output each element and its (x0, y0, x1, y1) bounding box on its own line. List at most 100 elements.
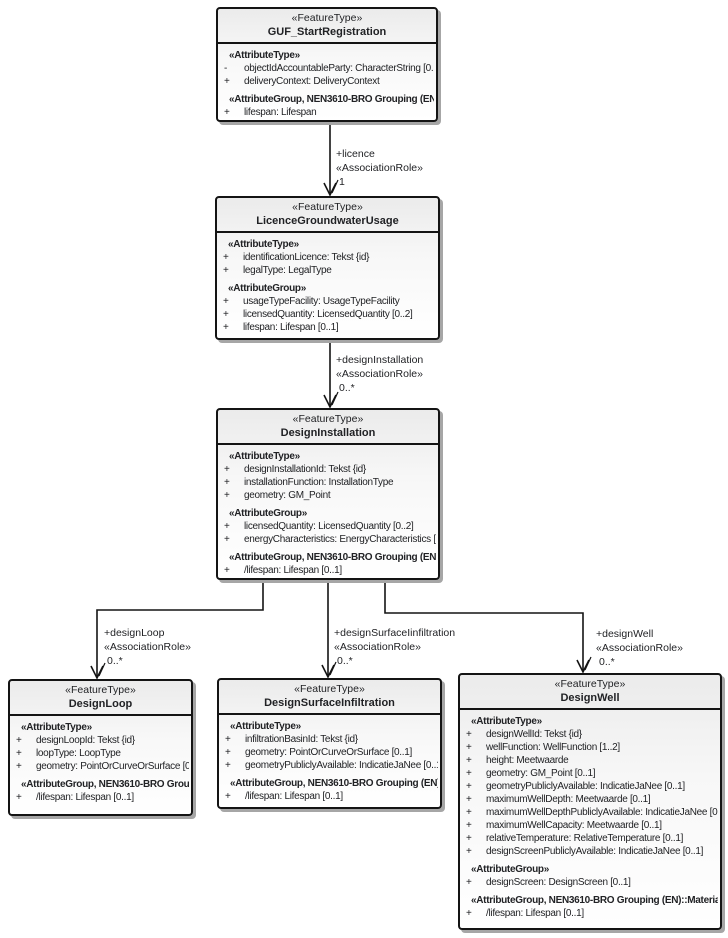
attribute-text: /lifespan: Lifespan [0..1] (36, 792, 134, 803)
visibility-sign: + (225, 760, 231, 771)
visibility-sign: + (223, 265, 229, 276)
attribute-text: identificationLicence: Tekst {id} (243, 252, 370, 263)
connector-design-well[interactable] (384, 582, 592, 674)
visibility-sign: + (224, 521, 230, 532)
attribute-row: +geometry: PointOrCurveOrSurface [0..1] (219, 746, 438, 759)
uml-class-guf-startregistration[interactable]: «FeatureType» GUF_StartRegistration «Att… (216, 7, 438, 122)
attribute-text: height: Meetwaarde (486, 755, 569, 766)
attribute-row: +maximumWellDepth: Meetwaarde [0..1] (460, 793, 718, 806)
attributes-compartment: «AttributeType» + designLoopId: Tekst {id… (10, 716, 191, 807)
visibility-sign: + (16, 735, 22, 746)
attribute-row: +deliveryContext: DeliveryContext (218, 75, 434, 88)
uml-class-licence-groundwater-usage[interactable]: «FeatureType» LicenceGroundwaterUsage «A… (215, 196, 440, 340)
class-stereotype: «FeatureType» (65, 684, 136, 696)
attribute-row: + /lifespan: Lifespan [0..1] (10, 791, 189, 804)
attribute-row: +energyCharacteristics: EnergyCharacteri… (218, 533, 436, 546)
attribute-text: lifespan: Lifespan [0..1] (243, 322, 339, 333)
group-stereotype-row: «AttributeGroup, NEN3610-BRO Grouping (E… (230, 778, 438, 789)
attribute-text: infiltrationBasinId: Tekst {id} (245, 734, 358, 745)
attribute-text: lifespan: Lifespan (244, 107, 317, 118)
uml-class-design-installation[interactable]: «FeatureType» DesignInstallation «Attrib… (216, 408, 440, 580)
visibility-sign: + (225, 747, 231, 758)
attribute-text: maximumWellDepthPubliclyAvailable: Indic… (486, 807, 718, 818)
attribute-text: /lifespan: Lifespan [0..1] (244, 565, 342, 576)
attribute-text: wellFunction: WellFunction [1..2] (486, 742, 620, 753)
association-role-name: +licence (336, 148, 375, 160)
attributes-compartment: «AttributeType» +designWellId: Tekst {id… (460, 710, 720, 923)
class-name: GUF_StartRegistration (267, 26, 387, 38)
attribute-row: +geometryPubliclyAvailable: IndicatieJaN… (460, 780, 718, 793)
uml-class-design-well[interactable]: «FeatureType» DesignWell «AttributeType»… (458, 673, 722, 930)
visibility-sign: + (16, 761, 22, 772)
attribute-text: deliveryContext: DeliveryContext (244, 76, 380, 87)
attribute-row: +geometry: GM_Point [0..1] (460, 767, 718, 780)
attribute-row: +designInstallationId: Tekst {id} (218, 463, 436, 476)
group-stereotype-row: «AttributeGroup» (228, 283, 306, 294)
group-stereotype-row: «AttributeGroup, NEN3610-BRO Groupin… (21, 779, 189, 790)
group-stereotype-row: «AttributeGroup, NEN3610-BRO Grouping (E… (471, 895, 718, 906)
attribute-row: +infiltrationBasinId: Tekst {id} (219, 733, 438, 746)
attribute-row: + designScreen: DesignScreen [0..1] (460, 876, 718, 889)
visibility-sign: + (466, 820, 472, 831)
visibility-sign: + (466, 908, 472, 919)
connector-design-installation[interactable] (323, 342, 339, 409)
attribute-row: +identificationLicence: Tekst {id} (217, 251, 436, 264)
attribute-text: designWellId: Tekst {id} (486, 729, 582, 740)
attribute-text: designScreenPubliclyAvailable: Indicatie… (486, 846, 704, 857)
uml-class-design-surface-infiltration[interactable]: «FeatureType» DesignSurfaceInfiltration … (217, 678, 442, 809)
association-stereotype: «AssociationRole» (336, 368, 423, 380)
attribute-row: +lifespan: Lifespan (218, 106, 434, 119)
attribute-row: +licensedQuantity: LicensedQuantity [0..… (217, 308, 436, 321)
attribute-row: + legalType: LegalType (217, 264, 436, 277)
uml-class-design-loop[interactable]: «FeatureType» DesignLoop «AttributeType»… (8, 679, 193, 816)
visibility-sign: + (224, 490, 230, 501)
attribute-row: + designLoopId: Tekst {id} (10, 734, 189, 747)
attribute-text: designLoopId: Tekst {id} (36, 735, 135, 746)
attribute-text: licensedQuantity: LicensedQuantity [0..2… (244, 521, 414, 532)
attribute-text: installationFunction: InstallationType (244, 477, 394, 488)
connector-design-loop[interactable] (90, 582, 264, 680)
association-multiplicity: 0..* (337, 655, 353, 667)
attribute-text: geometry: PointOrCurveOrSurface [0..1] (36, 761, 189, 772)
attribute-text: /lifespan: Lifespan [0..1] (245, 791, 343, 802)
visibility-sign: + (16, 792, 22, 803)
attribute-text: relativeTemperature: RelativeTemperature… (486, 833, 684, 844)
visibility-sign: + (224, 477, 230, 488)
class-header: «FeatureType» LicenceGroundwaterUsage (217, 198, 438, 233)
group-stereotype-row: «AttributeGroup» (471, 864, 549, 875)
connector-licence[interactable] (323, 124, 339, 197)
attribute-row: +/lifespan: Lifespan [0..1] (218, 564, 436, 577)
connector-design-surface-infiltration[interactable] (321, 582, 337, 679)
visibility-sign: - (224, 63, 228, 74)
attribute-text: usageTypeFacility: UsageTypeFacility (243, 296, 400, 307)
attribute-row: + lifespan: Lifespan [0..1] (217, 321, 436, 334)
group-stereotype-row: «AttributeType» (229, 451, 300, 462)
attribute-text: maximumWellDepth: Meetwaarde [0..1] (486, 794, 651, 805)
attribute-text: loopType: LoopType (36, 748, 121, 759)
attribute-row: + geometryPubliclyAvailable: IndicatieJaN… (219, 759, 438, 772)
group-stereotype-row: «AttributeType» (21, 722, 92, 733)
attribute-text: designScreen: DesignScreen [0..1] (486, 877, 631, 888)
attribute-text: geometryPubliclyAvailable: IndicatieJaNe… (245, 760, 438, 771)
connector-licence-labels: +licence «AssociationRole» 1 (336, 147, 423, 189)
attribute-row: +geometry: GM_Point (218, 489, 436, 502)
class-name: DesignWell (560, 692, 620, 704)
group-stereotype-row: «AttributeGroup» (229, 508, 307, 519)
visibility-sign: + (466, 877, 472, 888)
connector-design-well-labels: +designWell «AssociationRole» 0..* (596, 627, 683, 669)
class-stereotype: «FeatureType» (554, 678, 626, 690)
attribute-text: licensedQuantity: LicensedQuantity [0..2… (243, 309, 413, 320)
connector-design-surface-infiltration-labels: +designSurfaceIinfiltration «Association… (334, 626, 455, 668)
attribute-row: +usageTypeFacility: UsageTypeFacility (217, 295, 436, 308)
class-stereotype: «FeatureType» (294, 683, 365, 695)
attribute-text: legalType: LegalType (243, 265, 332, 276)
visibility-sign: + (224, 464, 230, 475)
visibility-sign: + (223, 322, 229, 333)
association-multiplicity: 1 (339, 176, 345, 188)
attribute-row: +wellFunction: WellFunction [1..2] (460, 741, 718, 754)
class-name: DesignSurfaceInfiltration (264, 697, 395, 709)
visibility-sign: + (16, 748, 22, 759)
attribute-row: +maximumWellCapacity: Meetwaarde [0..1] (460, 819, 718, 832)
visibility-sign: + (466, 755, 472, 766)
